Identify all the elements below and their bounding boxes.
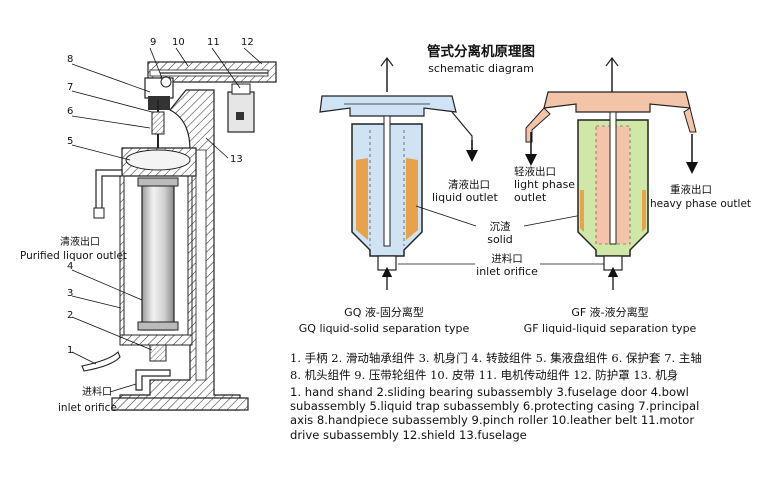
title-cn: 管式分离机原理图: [427, 43, 535, 60]
bowl: [141, 179, 175, 331]
callout-1: 1: [67, 345, 73, 356]
gf-diagram: 轻液出口 light phase outlet 重液出口 heavy phase…: [514, 57, 751, 335]
legend-chinese: 1. 手柄 2. 滑动轴承组件 3. 机身门 4. 转鼓组件 5. 集液盘组件 …: [290, 350, 760, 384]
inlet-en: inlet orifice: [58, 402, 117, 414]
sliding-bearing: [149, 344, 167, 362]
gq-caption-cn: GQ 液-固分离型: [344, 305, 424, 319]
callout-2: 2: [67, 310, 73, 321]
purified-outlet-pipe: [95, 169, 123, 211]
gf-heavy-cn: 重液出口: [670, 183, 712, 196]
gq-caption-en: GQ liquid-solid separation type: [299, 322, 470, 335]
callout-9: 9: [150, 37, 156, 48]
callout-3: 3: [67, 288, 73, 299]
gf-light-en-2: outlet: [514, 191, 547, 204]
gf-heavy-outlet: [683, 107, 697, 133]
callout-5: 5: [67, 136, 73, 147]
legend-cn-line: 8. 机头组件 9. 压带轮组件 10. 皮带 11. 电机传动组件 12. 防…: [290, 368, 679, 382]
gf-top-cap: [543, 91, 691, 113]
callout-10: 10: [172, 37, 185, 48]
inlet-cn: 进料口: [82, 385, 112, 398]
callout-8: 8: [67, 54, 73, 65]
callout-12: 12: [241, 37, 254, 48]
tubular-separator-machine: 9 10 11 12 8 7 6 5 13 4 3 2 1 清液出口 Purif…: [20, 37, 277, 414]
legend-en-line: subassembly 5.liquid trap subassembly 6.…: [290, 399, 700, 414]
fuselage: [119, 89, 241, 411]
purified-outlet-cn: 清液出口: [60, 235, 100, 248]
gf-caption-cn: GF 液-液分离型: [571, 305, 648, 319]
gq-outlet-cn: 清液出口: [448, 178, 490, 191]
callout-7: 7: [67, 82, 73, 93]
legend-en-line: 1. hand shand 2.sliding bearing subassem…: [290, 385, 689, 399]
machine-base: [111, 397, 249, 411]
gf-light-cn: 轻液出口: [514, 165, 556, 178]
gq-solid: [356, 158, 368, 240]
solid-en: solid: [487, 233, 513, 246]
inlet-pipe: [135, 369, 171, 391]
callout-leaders: [71, 47, 263, 365]
gf-caption-en: GF liquid-liquid separation type: [524, 322, 697, 335]
gf-light-en-1: light phase: [514, 178, 575, 191]
gf-heavy-en: heavy phase outlet: [650, 198, 751, 210]
callout-13: 13: [230, 154, 243, 165]
legend-en-line: axis 8.handpiece subassembly 9.pinch rol…: [290, 413, 695, 428]
callout-6: 6: [67, 106, 73, 117]
gf-solid: [580, 190, 584, 232]
gq-outlet-en: liquid outlet: [432, 191, 498, 204]
shared-inlet-en: inlet orifice: [476, 265, 538, 278]
purified-outlet-en: Purified liquor outlet: [20, 250, 127, 262]
legend-english: 1. hand shand 2.sliding bearing subassem…: [290, 385, 760, 442]
callout-11: 11: [207, 37, 220, 48]
title-en: schematic diagram: [428, 62, 534, 75]
gf-light-outlet: [525, 107, 551, 143]
legend-cn-line: 1. 手柄 2. 滑动轴承组件 3. 机身门 4. 转鼓组件 5. 集液盘组件 …: [290, 351, 702, 365]
legend-en-line: drive subassembly 12.shield 13.fuselage: [290, 427, 527, 442]
solid-cn: 沉渣: [490, 220, 511, 233]
gq-top-cap: [319, 95, 457, 117]
shared-inlet-cn: 进料口: [491, 252, 523, 265]
gq-diagram: 清液出口 liquid outlet GQ 液-固分离型 GQ liquid-s…: [299, 57, 498, 335]
hand-shand: [81, 351, 121, 372]
callout-4: 4: [67, 261, 73, 272]
